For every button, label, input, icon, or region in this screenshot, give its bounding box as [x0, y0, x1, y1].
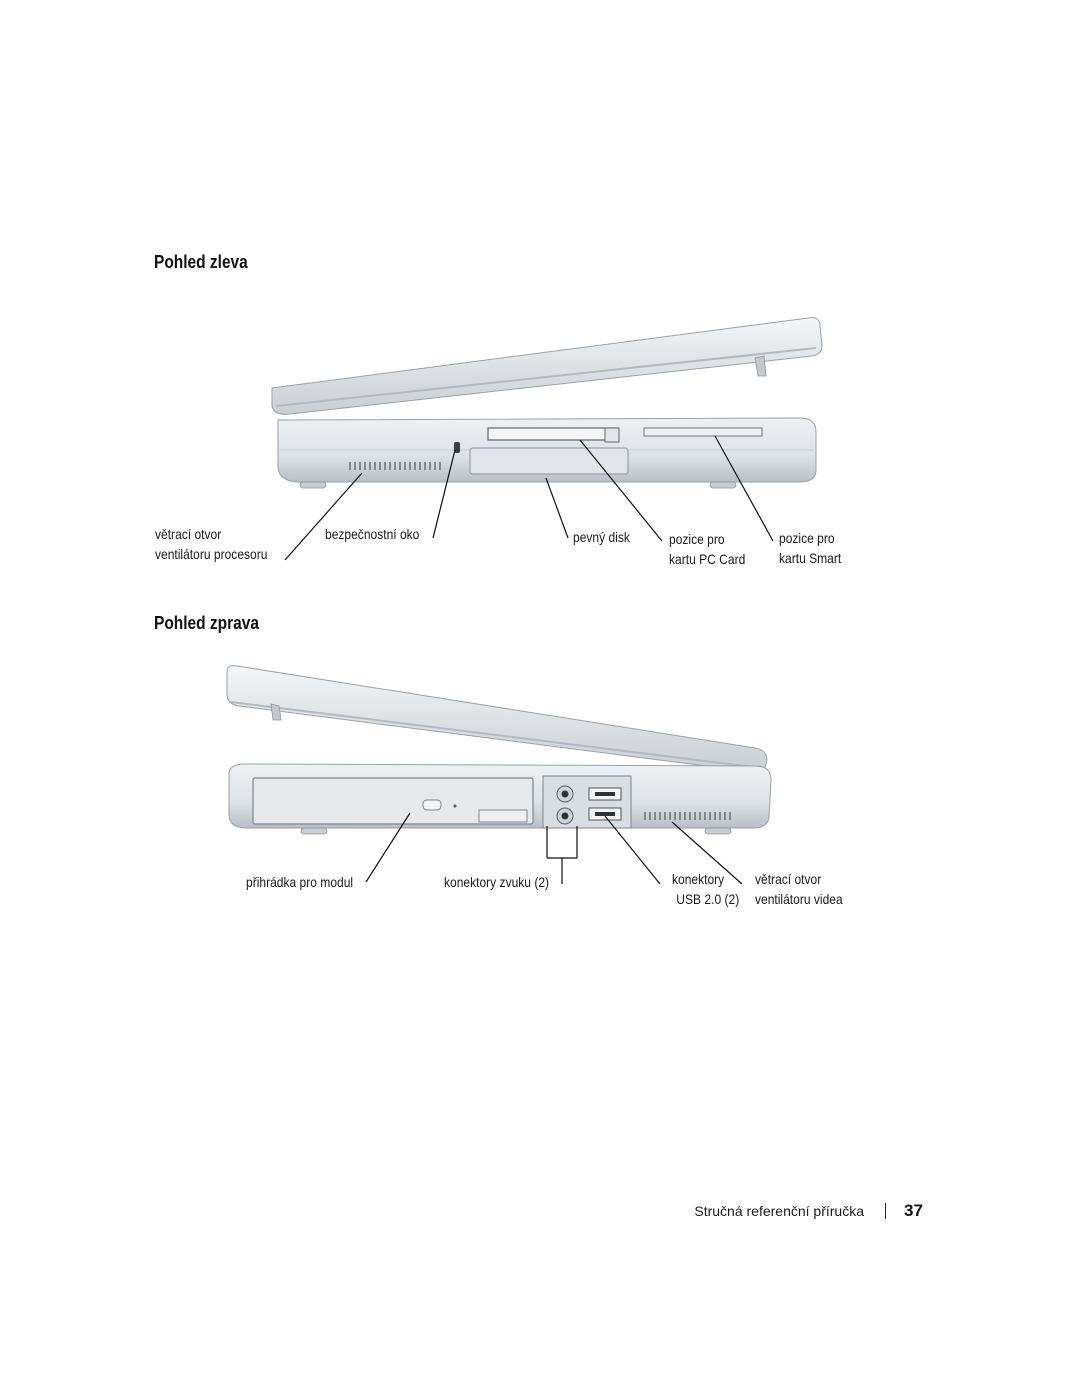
- left-view-heading: Pohled zleva: [154, 252, 248, 272]
- page-number: 37: [904, 1201, 923, 1220]
- right-view-heading: Pohled zprava: [154, 613, 259, 633]
- laptop-right-side-illustration: [226, 665, 772, 835]
- footer-separator: [885, 1203, 886, 1219]
- label-pc-card-slot: pozice pro kartu PC Card: [669, 531, 746, 567]
- label-audio-connectors: konektory zvuku (2): [444, 874, 550, 890]
- label-video-fan-vent: větrací otvor ventilátoru videa: [755, 871, 843, 907]
- laptop-left-side-illustration: [271, 317, 823, 489]
- label-module-bay: přihrádka pro modul: [246, 874, 354, 890]
- label-usb-connectors: konektory USB 2.0 (2): [672, 871, 740, 907]
- label-security-slot: bezpečnostní oko: [325, 526, 420, 542]
- label-smart-card-slot: pozice pro kartu Smart: [779, 530, 842, 566]
- left-view-leader-lines: [284, 435, 774, 561]
- right-view-leader-lines: [365, 812, 743, 885]
- label-cpu-fan-vent: větrací otvor ventilátoru procesoru: [155, 526, 268, 562]
- footer-document-title: Stručná referenční příručka: [694, 1203, 864, 1219]
- label-hard-drive: pevný disk: [573, 529, 630, 545]
